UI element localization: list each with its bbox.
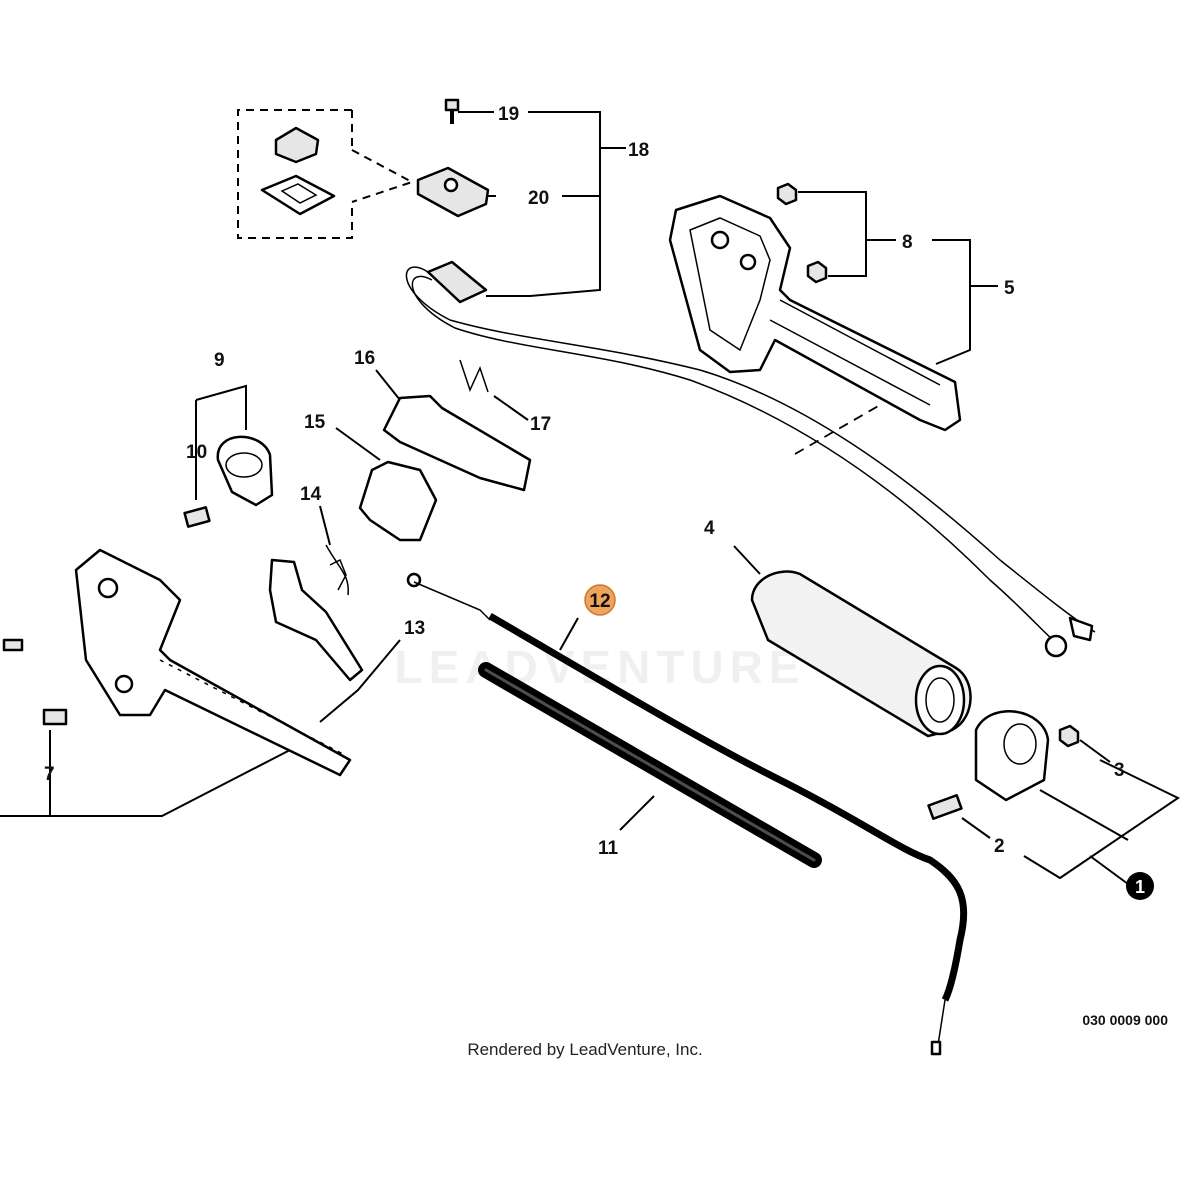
clamp-parts-2-3	[927, 710, 1080, 820]
bolts-7	[2, 638, 68, 726]
label-14[interactable]: 14	[300, 484, 322, 505]
label-20[interactable]: 20	[528, 188, 549, 209]
label-2[interactable]: 2	[994, 836, 1005, 857]
label-13[interactable]: 13	[404, 618, 425, 639]
label-7[interactable]: 7	[44, 764, 55, 785]
parts-14-17	[268, 359, 532, 682]
diagram-code: 030 0009 000	[1082, 1012, 1168, 1028]
screw-19	[444, 98, 460, 124]
rendered-by-caption: Rendered by LeadVenture, Inc.	[467, 1040, 703, 1059]
label-12-highlight[interactable]: 12	[584, 584, 616, 616]
label-12[interactable]: 12	[589, 591, 610, 612]
label-5[interactable]: 5	[1004, 278, 1015, 299]
tube-11	[478, 662, 822, 868]
clamp-9-10	[183, 435, 274, 528]
badge-circle	[1126, 872, 1154, 900]
label-15[interactable]: 15	[304, 412, 326, 433]
label-19[interactable]: 19	[498, 104, 519, 125]
highlight-circle	[584, 584, 616, 616]
throttle-assembly-13	[74, 548, 352, 777]
label-1-badge[interactable]: 1	[1126, 872, 1154, 900]
label-17[interactable]: 17	[530, 414, 551, 435]
leader-lines	[0, 111, 1180, 885]
label-4[interactable]: 4	[704, 518, 715, 539]
label-9[interactable]: 9	[214, 350, 225, 371]
watermark: LEADVENTURE	[394, 641, 806, 693]
label-10[interactable]: 10	[186, 442, 207, 463]
label-8[interactable]: 8	[902, 232, 913, 253]
stop-switch-part	[405, 166, 1096, 658]
nuts-8	[776, 182, 828, 284]
grip-4	[750, 570, 972, 738]
label-18[interactable]: 18	[628, 140, 649, 161]
label-11[interactable]: 11	[598, 838, 619, 859]
label-16[interactable]: 16	[354, 348, 375, 369]
throttle-cable-12	[406, 572, 968, 1056]
kit-detail-inset	[237, 109, 415, 239]
callout-labels: 19 18 20 8 5 9 10 16 15 17 14 13 7 4 11 …	[44, 104, 1154, 900]
label-3[interactable]: 3	[1114, 760, 1125, 781]
handle-part-5	[668, 194, 962, 455]
label-1[interactable]: 1	[1135, 877, 1145, 897]
